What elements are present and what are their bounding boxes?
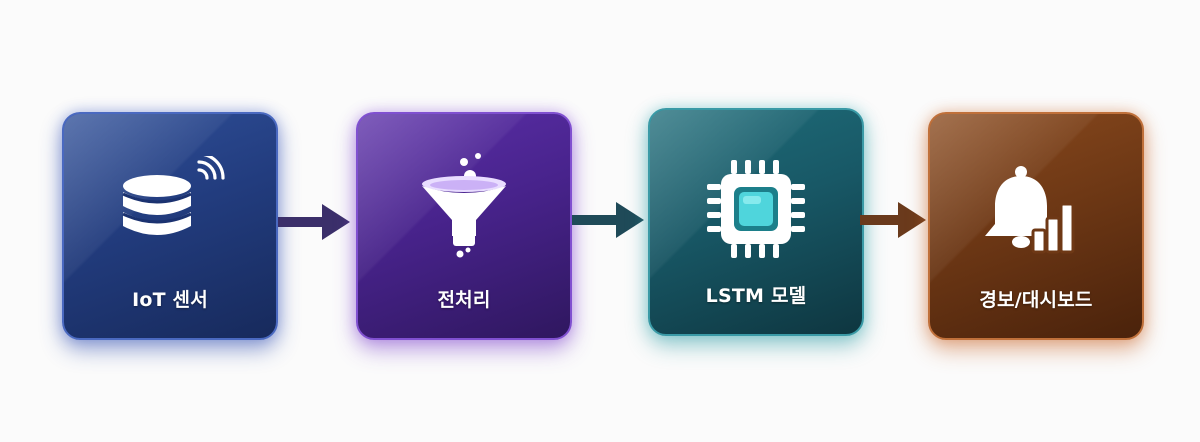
arrow-right-icon bbox=[278, 204, 350, 240]
stage-card-lstm-model: LSTM 모델 bbox=[648, 108, 864, 336]
stage-label: 전처리 bbox=[437, 289, 491, 311]
stage-label: LSTM 모델 bbox=[705, 285, 807, 307]
stage-card-iot-sensor: IoT 센서 bbox=[62, 112, 278, 340]
database-icon bbox=[122, 156, 225, 235]
stage-card-preprocessing: 전처리 bbox=[356, 112, 572, 340]
stage-card-alert-dashboard: 경보/대시보드 bbox=[928, 112, 1144, 340]
stage-label: IoT 센서 bbox=[132, 289, 208, 311]
arrow-right-icon bbox=[572, 202, 644, 238]
chip-icon bbox=[707, 160, 805, 258]
arrow-right-icon bbox=[860, 202, 926, 238]
funnel-icon bbox=[422, 153, 506, 258]
bell-chart-icon bbox=[985, 166, 1075, 254]
stage-label: 경보/대시보드 bbox=[979, 289, 1093, 311]
